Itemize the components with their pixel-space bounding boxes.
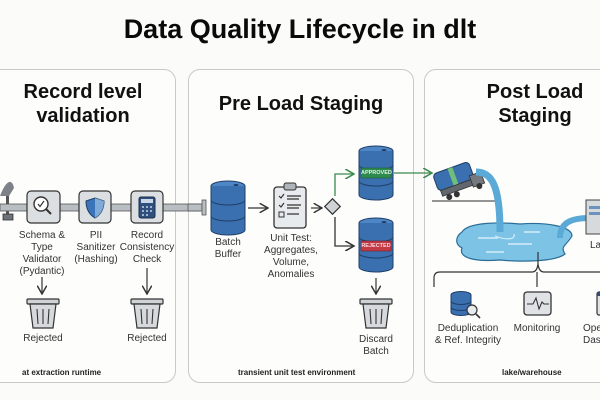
rejected-tag [360, 240, 392, 252]
panel-record-level-validation [0, 69, 176, 383]
step-pii-sanitizer-label: PII Sanitizer (Hashing) [66, 230, 126, 266]
stage-3-title-line1: Post Load [486, 81, 584, 103]
label-line: Record [130, 230, 164, 241]
stage-3-title: Post Load Staging [460, 80, 600, 128]
label-line: & Ref. Integrity [434, 335, 502, 346]
decision-diamond [323, 197, 342, 216]
trash-bin-icon [26, 298, 60, 329]
label-line: Anomalies [267, 269, 315, 280]
step-consistency-check-box [130, 190, 164, 224]
stage-1-title-line2: validation [36, 105, 130, 127]
rejected-label-2: Rejected [127, 333, 167, 344]
stage-2-footer: transient unit test environment [238, 368, 356, 377]
label-line: Discard [359, 334, 393, 345]
stage-3-footer: lake/warehouse [502, 368, 562, 377]
step-consistency-check-label: Record Consistency Check [117, 230, 177, 266]
label-line: Type [31, 242, 53, 253]
label-line: PII [89, 230, 103, 241]
stage-1-footer: at extraction runtime [22, 368, 102, 377]
label-line: Batch [215, 237, 241, 248]
dashboard-icon [596, 291, 600, 316]
label-line: Das [583, 335, 600, 346]
monitoring-label: Monitoring [513, 323, 561, 334]
batch-pipe [187, 199, 207, 216]
discard-batch-label: Discard Batch [351, 334, 401, 358]
approved-path-arrow [334, 174, 354, 196]
water-stream [475, 168, 504, 233]
label-line: (Pydantic) [19, 266, 65, 277]
clipboard-checklist-icon [273, 182, 307, 229]
dedup-integrity-label: Deduplication & Ref. Integrity [428, 323, 508, 347]
step-schema-validator-label: Schema & Type Validator (Pydantic) [12, 230, 72, 278]
step-schema-validator-box [26, 190, 61, 224]
ops-dashboard-label: Ope Das [583, 323, 600, 347]
label-line: Buffer [214, 249, 242, 260]
label-line: Unit Test: [270, 233, 312, 244]
stage-1-title: Record level validation [0, 80, 176, 128]
rejected-label-1: Rejected [23, 333, 63, 344]
label-line: Schema & [18, 230, 66, 241]
diagram-title: Data Quality Lifecycle in dlt [123, 14, 477, 44]
stage-1-title-line1: Record level [23, 81, 143, 103]
batch-buffer-barrel-icon [210, 180, 246, 236]
stage-3-title-line2: Staging [498, 105, 572, 127]
lake-label: La [590, 240, 600, 251]
dump-truck-icon [433, 161, 486, 201]
approved-tag [360, 167, 392, 179]
checks-connector [433, 263, 600, 287]
database-search-icon [450, 291, 481, 319]
batch-buffer-label: Batch Buffer [203, 237, 253, 261]
approved-tag-label: APPROVED [361, 170, 392, 176]
label-line: Batch [363, 346, 389, 357]
label-line: Ope [583, 323, 600, 334]
label-line: Aggregates, [264, 245, 318, 256]
lake-water [456, 222, 573, 262]
pulse-monitor-icon [523, 291, 552, 316]
trash-bin-icon [359, 298, 393, 329]
warehouse-building-icon [585, 199, 600, 235]
trash-bin-icon [130, 298, 164, 329]
stage-2-title: Pre Load Staging [218, 93, 384, 115]
unit-test-label: Unit Test: Aggregates, Volume, Anomalies [258, 233, 324, 281]
label-line: Deduplication [437, 323, 499, 334]
label-line: Volume, [272, 257, 310, 268]
magnifier-check-icon [33, 196, 49, 212]
rejected-path-arrow [334, 217, 354, 246]
label-line: (Hashing) [74, 254, 118, 265]
rejected-tag-label: REJECTED [361, 243, 391, 249]
label-line: Check [132, 254, 162, 265]
step-pii-sanitizer-box [78, 190, 112, 224]
label-line: Consistency [119, 242, 175, 253]
label-line: Sanitizer [76, 242, 116, 253]
source-pump-head [0, 181, 14, 196]
label-line: Validator [22, 254, 62, 265]
